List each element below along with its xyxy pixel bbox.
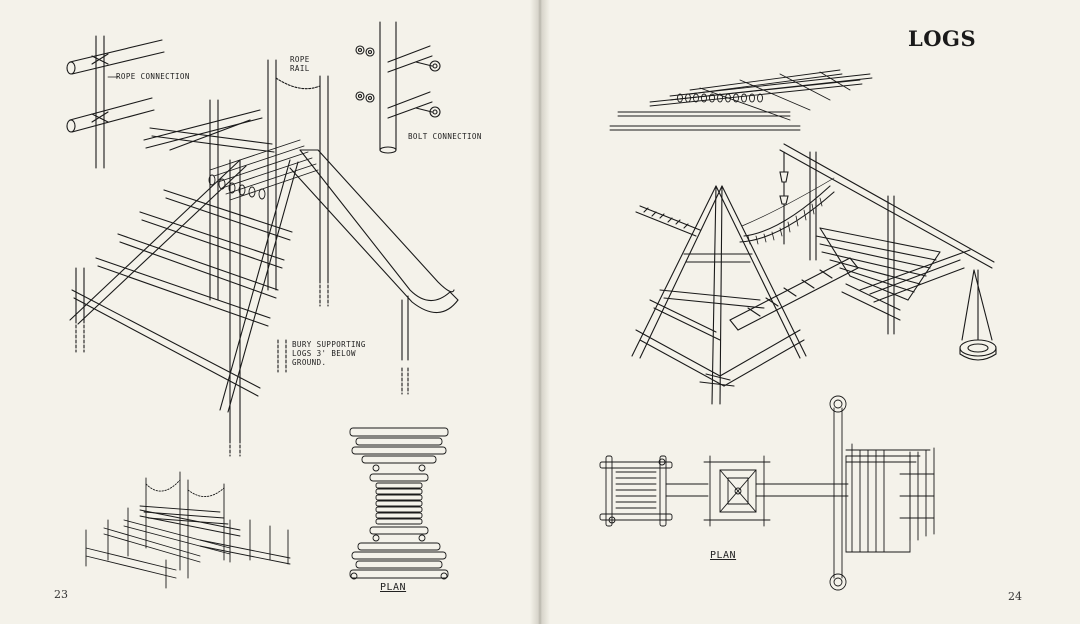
- left-plan-drawing: [350, 428, 448, 579]
- right-page-number: 24: [1008, 590, 1022, 603]
- left-page: [0, 0, 538, 624]
- left-page-number: 23: [54, 588, 68, 601]
- left-plan-label: PLAN: [380, 582, 407, 593]
- bury-note-line1: BURY SUPPORTING: [292, 340, 366, 349]
- right-plan-label: PLAN: [710, 550, 737, 561]
- bolt-connection-drawing: [356, 22, 440, 153]
- rope-rail-label-line1: ROPE: [290, 55, 310, 64]
- log-platform-drawing: [610, 70, 872, 130]
- rope-rail-label-line2: RAIL: [290, 64, 310, 73]
- tipi-bridge-structure: [632, 144, 996, 404]
- rope-connection-label: ROPE CONNECTION: [116, 72, 190, 81]
- right-plan-drawing: [600, 396, 934, 590]
- book-gutter: [530, 0, 550, 624]
- log-slide-structure: [70, 60, 458, 456]
- chapter-title: LOGS: [908, 26, 977, 51]
- small-log-structure: [86, 472, 290, 588]
- rope-connection-drawing: [67, 36, 164, 168]
- bury-note-line2: LOGS 3' BELOW: [292, 349, 356, 358]
- bury-note-line3: GROUND.: [292, 358, 327, 367]
- bolt-connection-label: BOLT CONNECTION: [408, 132, 482, 141]
